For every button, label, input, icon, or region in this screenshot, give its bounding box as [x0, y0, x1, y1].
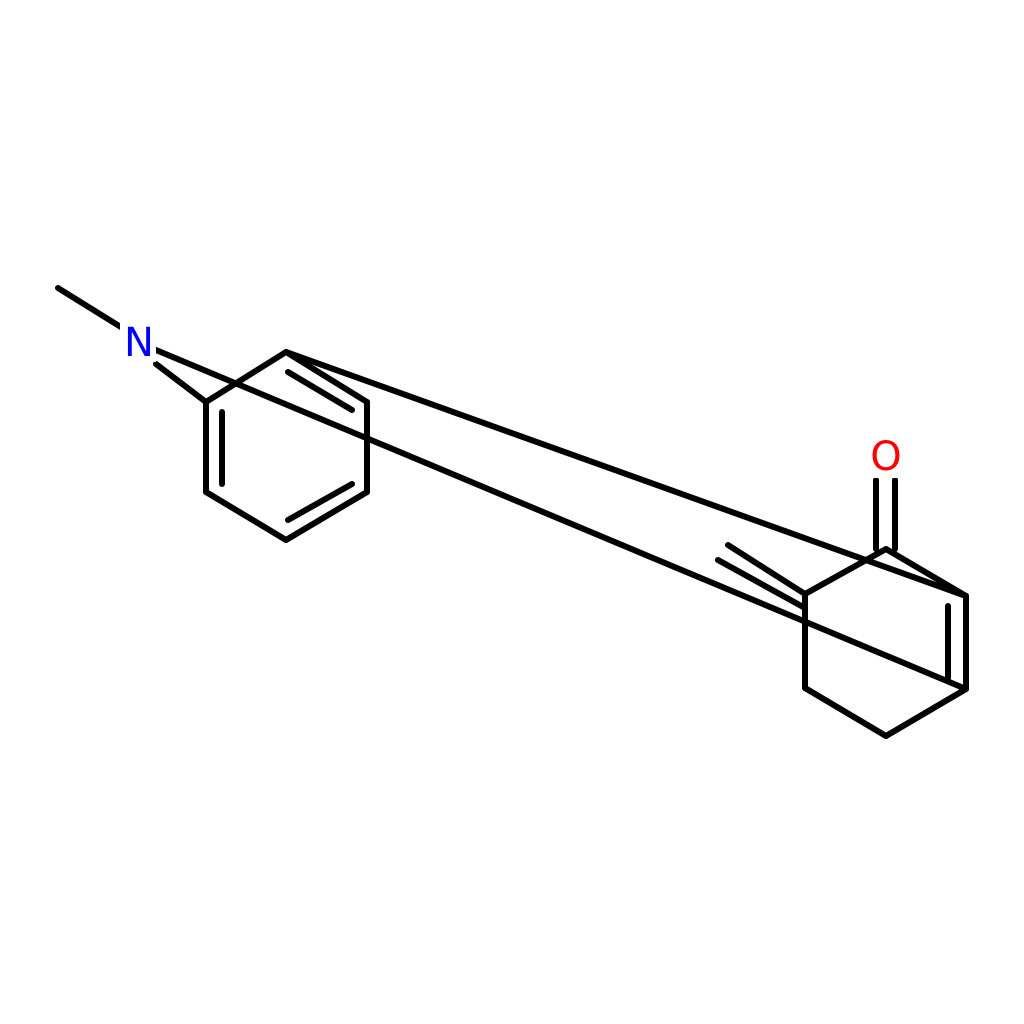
bond-benzene-5 [203, 489, 289, 543]
bond-ring-5 [802, 685, 889, 739]
bond-methyl-n [55, 285, 127, 332]
bond-ring-4 [883, 686, 969, 739]
bond-n-ring-top [153, 347, 969, 692]
bond-benzene-inner-2 [285, 481, 355, 523]
bond-n-ring-left [153, 361, 209, 405]
oxygen-label-bg [868, 436, 904, 478]
nitrogen-label-bg [120, 322, 156, 362]
bond-benzene-inner-1 [285, 369, 355, 413]
bond-exo-1 [725, 542, 808, 597]
nitrogen-atom-label: N [124, 320, 154, 366]
bond-benzene-2 [283, 349, 370, 405]
bond-exo-2 [715, 557, 808, 611]
bond-ring-1 [802, 546, 889, 597]
bond-benzene-ring-long [283, 349, 969, 599]
bond-ring-2 [883, 546, 969, 599]
bond-benzene-1 [203, 349, 289, 405]
bond-benzene-4 [283, 489, 370, 543]
oxygen-atom-label: O [870, 434, 901, 480]
